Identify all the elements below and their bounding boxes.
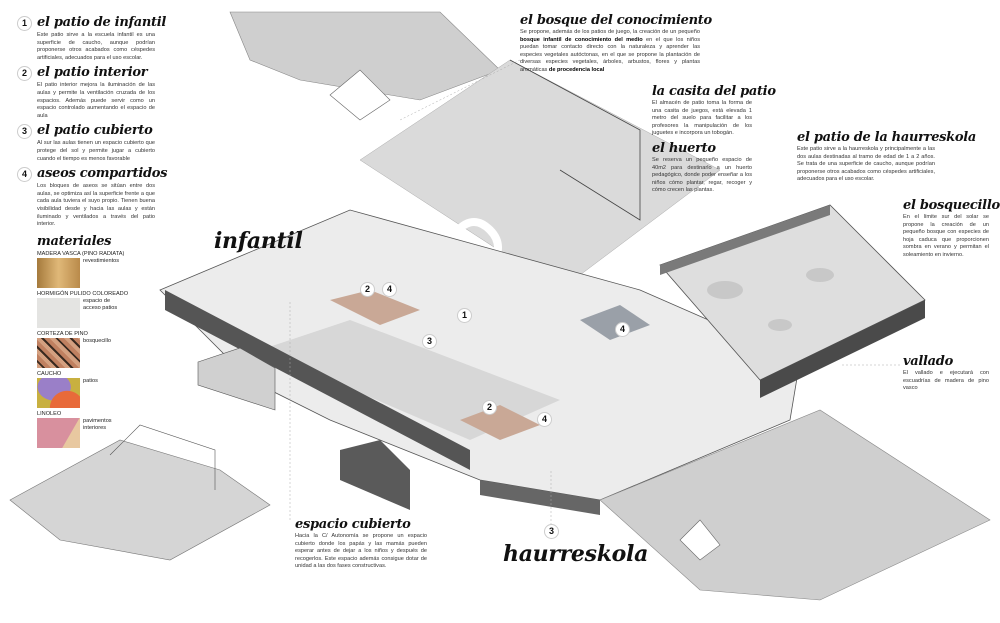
section-title: el patio de infantil [37, 15, 167, 30]
material-swatch [37, 297, 80, 328]
casita-title: la casita del patio [652, 84, 776, 99]
bosque-bold: bosque infantil de conocimiento del medi… [520, 36, 643, 43]
material-item: MADERA VASCA (PINO RADIATA) revestimient… [37, 251, 177, 288]
section-title: el patio interior [37, 65, 148, 81]
material-use: pavimentos interiores [83, 417, 112, 431]
section-number: 3 [17, 123, 32, 139]
material-name: MADERA VASCA (PINO RADIATA) [37, 250, 125, 257]
fence-front-2 [480, 480, 600, 515]
section-body: Este patio sirve a la escuela infantil e… [37, 32, 155, 61]
huerto-body: Se reserva un pequeño espacio de 40m2 pa… [652, 156, 752, 194]
materiales-title: materiales [37, 233, 112, 249]
label-haurreskola: haurreskola [503, 541, 649, 567]
bosque-text: en el que los niños puedan tomar contact… [520, 36, 701, 73]
section-number: 1 [17, 15, 32, 31]
haurreskola-number: 3 [544, 524, 559, 539]
bosque-block: el bosque del conocimiento Se propone, a… [520, 13, 712, 75]
material-swatch [37, 337, 80, 368]
plan-marker: 4 [615, 322, 630, 337]
bosque-body: Se propone, además de los patios de jueg… [520, 29, 700, 75]
interior-patio-3 [580, 305, 650, 340]
material-item: HORMIGÓN PULIDO COLOREADO espacio de acc… [37, 291, 177, 328]
mini-model [9, 439, 271, 561]
bosque-text: Se propone, además de los patios de jueg… [520, 29, 700, 35]
section-patio-interior: 2 el patio interior El patio interior mej… [17, 65, 177, 120]
entry-wall-2 [340, 440, 410, 510]
section-body: Al sur las aulas tienen un espacio cubie… [37, 140, 155, 162]
material-use: patios [83, 377, 98, 384]
patio-haurreskola-body: Este patio sirve a la haurreskola y prin… [797, 146, 935, 183]
interior-patio-1 [330, 290, 420, 325]
mound [806, 268, 834, 282]
material-swatch [37, 257, 80, 288]
material-use: revestimientos [83, 257, 120, 264]
plan-marker: 3 [422, 334, 437, 349]
section-title: el patio cubierto [37, 123, 153, 139]
material-item: CAUCHO patios [37, 371, 177, 408]
material-use: espacio de acceso patios [83, 297, 118, 311]
casita-body: El almacén de patio toma la forma de una… [652, 100, 752, 137]
plan-marker: 4 [537, 412, 552, 427]
entry-wall-1 [197, 347, 276, 411]
section-body: Los bloques de aseos se sitúan entre dos… [37, 183, 155, 228]
bosquecillo-block: el bosquecillo En el límite sur del sola… [903, 198, 1000, 260]
roof-opening [679, 519, 721, 561]
section-patio-cubierto: 3 el patio cubierto Al sur las aulas tien… [17, 123, 177, 163]
mini-model-outline [109, 424, 216, 490]
material-swatch [37, 377, 80, 408]
section-body: El patio interior mejora la iluminación … [37, 82, 155, 119]
bosque-courtyard [359, 59, 721, 291]
vallado-right [760, 300, 925, 398]
material-item: LINOLEO pavimentos interiores [37, 411, 177, 448]
plan-marker: 1 [457, 308, 472, 323]
patio-haurreskola-title: el patio de la haurreskola [797, 130, 977, 145]
huerto-title: el huerto [652, 140, 716, 156]
vallado-left [660, 205, 830, 275]
huerto-block: el huerto Se reserva un pequeño espacio … [652, 141, 752, 195]
material-use: bosquecillo [83, 337, 111, 344]
bosque-title: el bosque del conocimiento [520, 13, 712, 28]
casita-outline [509, 59, 641, 221]
mound [768, 319, 792, 331]
section-patio-infantil: 1 el patio de infantil Este patio sirve a… [17, 15, 177, 62]
espacio-cubierto-body: Hacia la C/ Autonomía se propone un espa… [295, 533, 427, 570]
bosquecillo-body: En el límite sur del solar se propone la… [903, 214, 989, 258]
espacio-cubierto-block: espacio cubierto Hacia la C/ Autonomía s… [295, 517, 427, 571]
section-title: aseos compartidos [37, 166, 168, 182]
fence-front [165, 290, 470, 470]
plan-marker: 2 [360, 282, 375, 297]
material-name: HORMIGÓN PULIDO COLOREADO [37, 290, 129, 297]
casita-block: la casita del patio El almacén de patio … [652, 84, 776, 138]
vallado-body: El vallado e ejecutará con escuadrías de… [903, 370, 989, 392]
espacio-cubierto-title: espacio cubierto [295, 517, 411, 532]
vallado-title: vallado [903, 354, 953, 369]
plan-marker: 4 [382, 282, 397, 297]
bosquecillo-title: el bosquecillo [903, 198, 1000, 213]
label-infantil: infantil [214, 228, 303, 254]
material-swatch [37, 417, 80, 448]
patio-haurreskola-block: el patio de la haurreskola Este patio si… [797, 130, 977, 184]
section-number: 2 [17, 65, 32, 81]
section-number: 4 [17, 166, 32, 182]
bosque-bold: de procedencia local [548, 66, 605, 73]
casita-huerto-block: la casita del patio El almacén de patio … [652, 84, 776, 198]
material-name: CORTEZA DE PINO [37, 330, 88, 337]
material-name: LINOLEO [37, 410, 62, 417]
section-aseos: 4 aseos compartidos Los bloques de aseos … [17, 166, 177, 229]
material-name: CAUCHO [37, 370, 62, 377]
plan-marker: 2 [482, 400, 497, 415]
roof-opening [329, 69, 391, 121]
mound [707, 281, 743, 299]
interior-patio-2 [460, 405, 540, 440]
material-item: CORTEZA DE PINO bosquecillo [37, 331, 177, 368]
left-column: 1 el patio de infantil Este patio sirve a… [17, 15, 177, 451]
roof-infantil-top [229, 11, 501, 101]
vallado-block: vallado El vallado e ejecutará con escua… [903, 354, 989, 393]
